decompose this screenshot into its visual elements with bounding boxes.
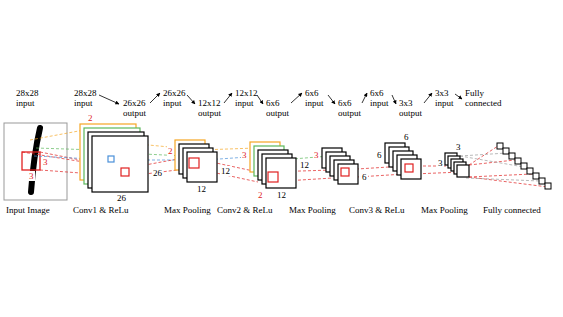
shape-note: 28x28 input (73, 88, 98, 108)
map-size: 26 (152, 168, 163, 178)
layer-caption: Fully connected (482, 205, 542, 215)
kernel-size: 2 (87, 113, 94, 123)
conv2-maps (250, 142, 296, 188)
layer-caption: Conv3 & ReLu (348, 205, 406, 215)
kernel-size: 3 (241, 150, 248, 160)
layer-caption: Max Pooling (163, 205, 212, 215)
map-size: 26 (116, 193, 127, 203)
layer-caption: Conv1 & ReLu (72, 205, 130, 215)
map-size: 3 (437, 158, 444, 168)
fc-units (497, 143, 551, 189)
map-size: 12 (220, 166, 231, 176)
kernel-size: 2 (257, 190, 264, 200)
pool2-maps (322, 148, 358, 184)
map-size: 12 (196, 184, 207, 194)
conv3-maps (385, 143, 421, 179)
map-size: 12 (299, 160, 310, 170)
shape-note: 6x6 input (304, 88, 325, 108)
kernel-size: 3 (313, 150, 320, 160)
layer-caption: Input Image (5, 205, 51, 215)
shape-note: 6x6 output (265, 98, 290, 118)
shape-note: 26x26 output (122, 98, 147, 118)
map-size: 6 (403, 132, 410, 142)
pool3-maps (445, 153, 469, 177)
kernel-size: 3 (28, 171, 35, 181)
layer-caption: Max Pooling (420, 205, 469, 215)
map-size: 6 (361, 172, 368, 182)
layer-caption: Max Pooling (288, 205, 337, 215)
shape-note: 6x6 input (369, 88, 390, 108)
conv1-maps (80, 124, 148, 192)
shape-note: 12x12 input (234, 88, 259, 108)
kernel-size: 3 (42, 157, 49, 167)
shape-note: 26x26 input (162, 88, 187, 108)
map-size: 6 (376, 150, 383, 160)
pool1-maps (175, 140, 217, 182)
input-image (4, 123, 67, 200)
shape-note: 3x3 input (434, 88, 455, 108)
kernel-size: 2 (167, 146, 174, 156)
shape-note: 3x3 output (398, 98, 423, 118)
shape-note: 6x6 output (337, 98, 362, 118)
map-size: 12 (276, 190, 287, 200)
shape-note: 28x28 input (15, 88, 40, 108)
map-size: 3 (455, 142, 462, 152)
shape-note: 12x12 output (197, 98, 222, 118)
layer-caption: Conv2 & ReLu (216, 205, 274, 215)
shape-note: Fully connected (464, 88, 502, 108)
